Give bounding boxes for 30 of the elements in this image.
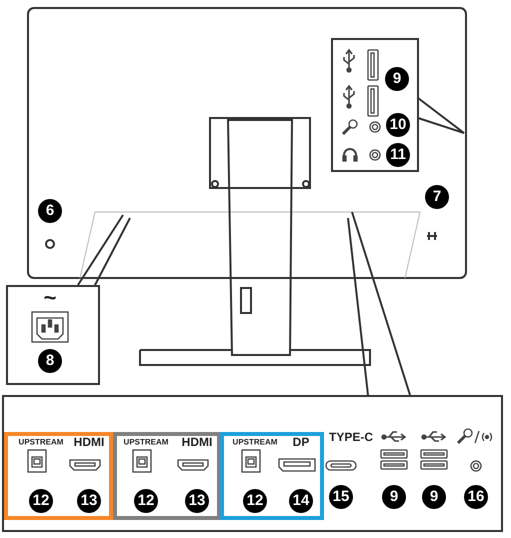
port-label: UPSTREAM — [124, 438, 168, 446]
ac-symbol: ~ — [44, 285, 56, 311]
port-group-frame — [4, 432, 113, 520]
callout-number: 13 — [77, 489, 101, 513]
callout-number: 12 — [243, 489, 267, 513]
port-group-frame — [220, 432, 324, 520]
inset-panel — [331, 38, 419, 172]
callout-number: 15 — [329, 485, 353, 509]
callout-number: 13 — [185, 489, 209, 513]
callout-number: 11 — [386, 143, 410, 167]
callout-number: 14 — [289, 489, 313, 513]
callout-number: 6 — [38, 199, 62, 223]
port-label: HDMI — [74, 435, 104, 449]
port-label: DP — [292, 435, 310, 449]
callout-number: 10 — [386, 113, 410, 137]
callout-number: 12 — [29, 489, 53, 513]
port-group-frame — [113, 432, 221, 520]
callout-number: 7 — [425, 185, 449, 209]
port-label: TYPE-C — [329, 430, 373, 444]
callout-number: 9 — [422, 485, 446, 509]
callout-number: 12 — [134, 489, 158, 513]
port-label: HDMI — [182, 435, 212, 449]
callout-number: 16 — [464, 485, 488, 509]
callout-number: 8 — [38, 349, 62, 373]
port-label: UPSTREAM — [18, 438, 64, 446]
inset-panel — [2, 395, 503, 532]
port-label: UPSTREAM — [232, 438, 278, 446]
callout-number: 9 — [382, 485, 406, 509]
inset-panel — [6, 285, 100, 385]
callout-number: 9 — [385, 67, 409, 91]
